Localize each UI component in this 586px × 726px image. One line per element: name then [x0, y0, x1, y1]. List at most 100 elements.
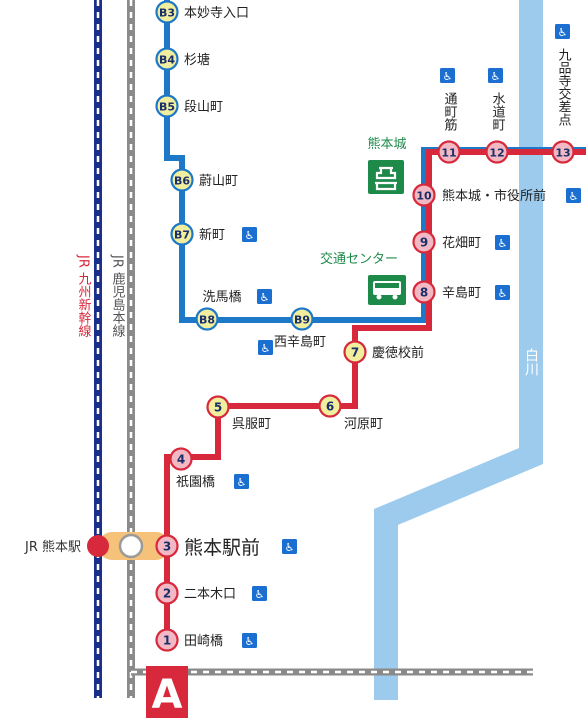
svg-text:♿: ♿ [498, 287, 508, 300]
station-marker[interactable] [412, 183, 436, 207]
station-10[interactable]: 10 熊本城・市役所前 ♿ [412, 183, 582, 207]
station-marker[interactable] [170, 222, 194, 246]
line-b-route [164, 0, 586, 323]
station-number: B4 [159, 54, 175, 67]
station-marker[interactable] [412, 280, 436, 304]
station-number: 5 [214, 401, 222, 415]
svg-text:♿: ♿ [245, 229, 255, 242]
bus-center-landmark[interactable]: 交通センター [320, 251, 406, 305]
station-name: 九品寺交差点 [556, 48, 572, 126]
station-number: 11 [441, 147, 456, 160]
svg-text:♿: ♿ [245, 635, 255, 648]
route-a-badge-box [146, 666, 188, 718]
wheelchair-icon: ♿ [242, 227, 257, 242]
station-marker[interactable] [551, 140, 575, 164]
station-name: 水道町 [490, 92, 506, 131]
station-name: 通町筋 [442, 92, 458, 131]
station-b5[interactable]: B5 段山町 [155, 94, 224, 118]
wheelchair-icon: ♿ [234, 474, 249, 489]
wheelchair-icon: ♿ [242, 633, 257, 648]
station-marker[interactable] [437, 140, 461, 164]
svg-text:♿: ♿ [443, 70, 453, 83]
station-number: B5 [159, 101, 175, 114]
station-number: 2 [163, 587, 171, 601]
station-number: B8 [199, 314, 215, 327]
svg-text:♿: ♿ [255, 588, 265, 601]
castle-icon-glyph [375, 166, 397, 191]
station-11[interactable]: 11 通町筋 ♿ [437, 68, 461, 164]
station-number: B9 [294, 314, 310, 327]
station-2[interactable]: 2 二本木口 ♿ [155, 581, 268, 605]
station-number: 12 [489, 147, 504, 160]
station-name: 熊本駅前 [184, 537, 260, 559]
station-number: 7 [351, 346, 359, 360]
bus-icon-wheel-left [376, 294, 382, 300]
station-marker[interactable] [206, 395, 230, 419]
river-label: 白川 [523, 348, 539, 376]
river: 白川 [374, 0, 543, 700]
svg-text:♿: ♿ [260, 291, 270, 304]
station-marker[interactable] [290, 307, 314, 331]
wheelchair-icon: ♿ [258, 340, 273, 355]
station-name: 段山町 [184, 100, 223, 115]
station-number: 8 [420, 286, 428, 300]
station-b4[interactable]: B4 杉塘 [155, 47, 211, 71]
station-marker[interactable] [169, 447, 193, 471]
station-name: 杉塘 [184, 52, 210, 68]
station-number: 10 [416, 190, 432, 203]
station-b3[interactable]: B3 本妙寺入口 [155, 0, 250, 24]
route-a-badge: A [146, 666, 188, 718]
station-marker[interactable] [155, 94, 179, 118]
station-marker[interactable] [155, 581, 179, 605]
station-marker[interactable] [412, 230, 436, 254]
station-4[interactable]: 4 祇園橋 ♿ [169, 447, 250, 491]
station-marker[interactable] [195, 307, 219, 331]
wheelchair-icon: ♿ [495, 285, 510, 300]
station-number: 9 [420, 236, 428, 250]
station-name: 新町 [199, 227, 225, 243]
station-marker[interactable] [155, 0, 179, 24]
station-marker[interactable] [155, 47, 179, 71]
svg-text:♿: ♿ [558, 26, 568, 39]
svg-text:♿: ♿ [491, 70, 501, 83]
wheelchair-icon: ♿ [252, 586, 267, 601]
shinkansen-label: JR 九州新幹線 [76, 254, 92, 337]
station-name: 本妙寺入口 [184, 6, 249, 21]
station-number: 6 [326, 400, 334, 414]
station-marker[interactable] [155, 628, 179, 652]
station-number: B3 [159, 7, 175, 20]
station-7[interactable]: 7 慶徳校前 [343, 340, 425, 364]
castle-landmark[interactable]: 熊本城 [367, 136, 407, 194]
station-name: 熊本城・市役所前 [442, 188, 546, 204]
station-12[interactable]: 12 水道町 ♿ [485, 68, 509, 164]
wheelchair-icon: ♿ [495, 235, 510, 250]
bus-icon-wheel-right [392, 294, 398, 300]
station-name: 洗馬橋 [202, 290, 241, 305]
station-marker[interactable] [318, 394, 342, 418]
station-b8[interactable]: B8 洗馬橋 ♿ [195, 289, 273, 331]
jr-kumamoto-station-label: JR 熊本駅 [24, 539, 81, 555]
station-name: 二本木口 [184, 587, 236, 602]
station-marker[interactable] [170, 168, 194, 192]
station-marker[interactable] [155, 534, 179, 558]
jr-kumamoto-station-marker[interactable] [87, 535, 109, 557]
station-marker[interactable] [485, 140, 509, 164]
station-name: 祇園橋 [176, 475, 215, 490]
station-name: 蔚山町 [199, 174, 238, 189]
station-marker[interactable] [343, 340, 367, 364]
svg-text:♿: ♿ [285, 541, 295, 554]
wheelchair-icon: ♿ [566, 188, 581, 203]
station-name: 慶徳校前 [372, 345, 424, 361]
station-number: 4 [177, 453, 185, 467]
